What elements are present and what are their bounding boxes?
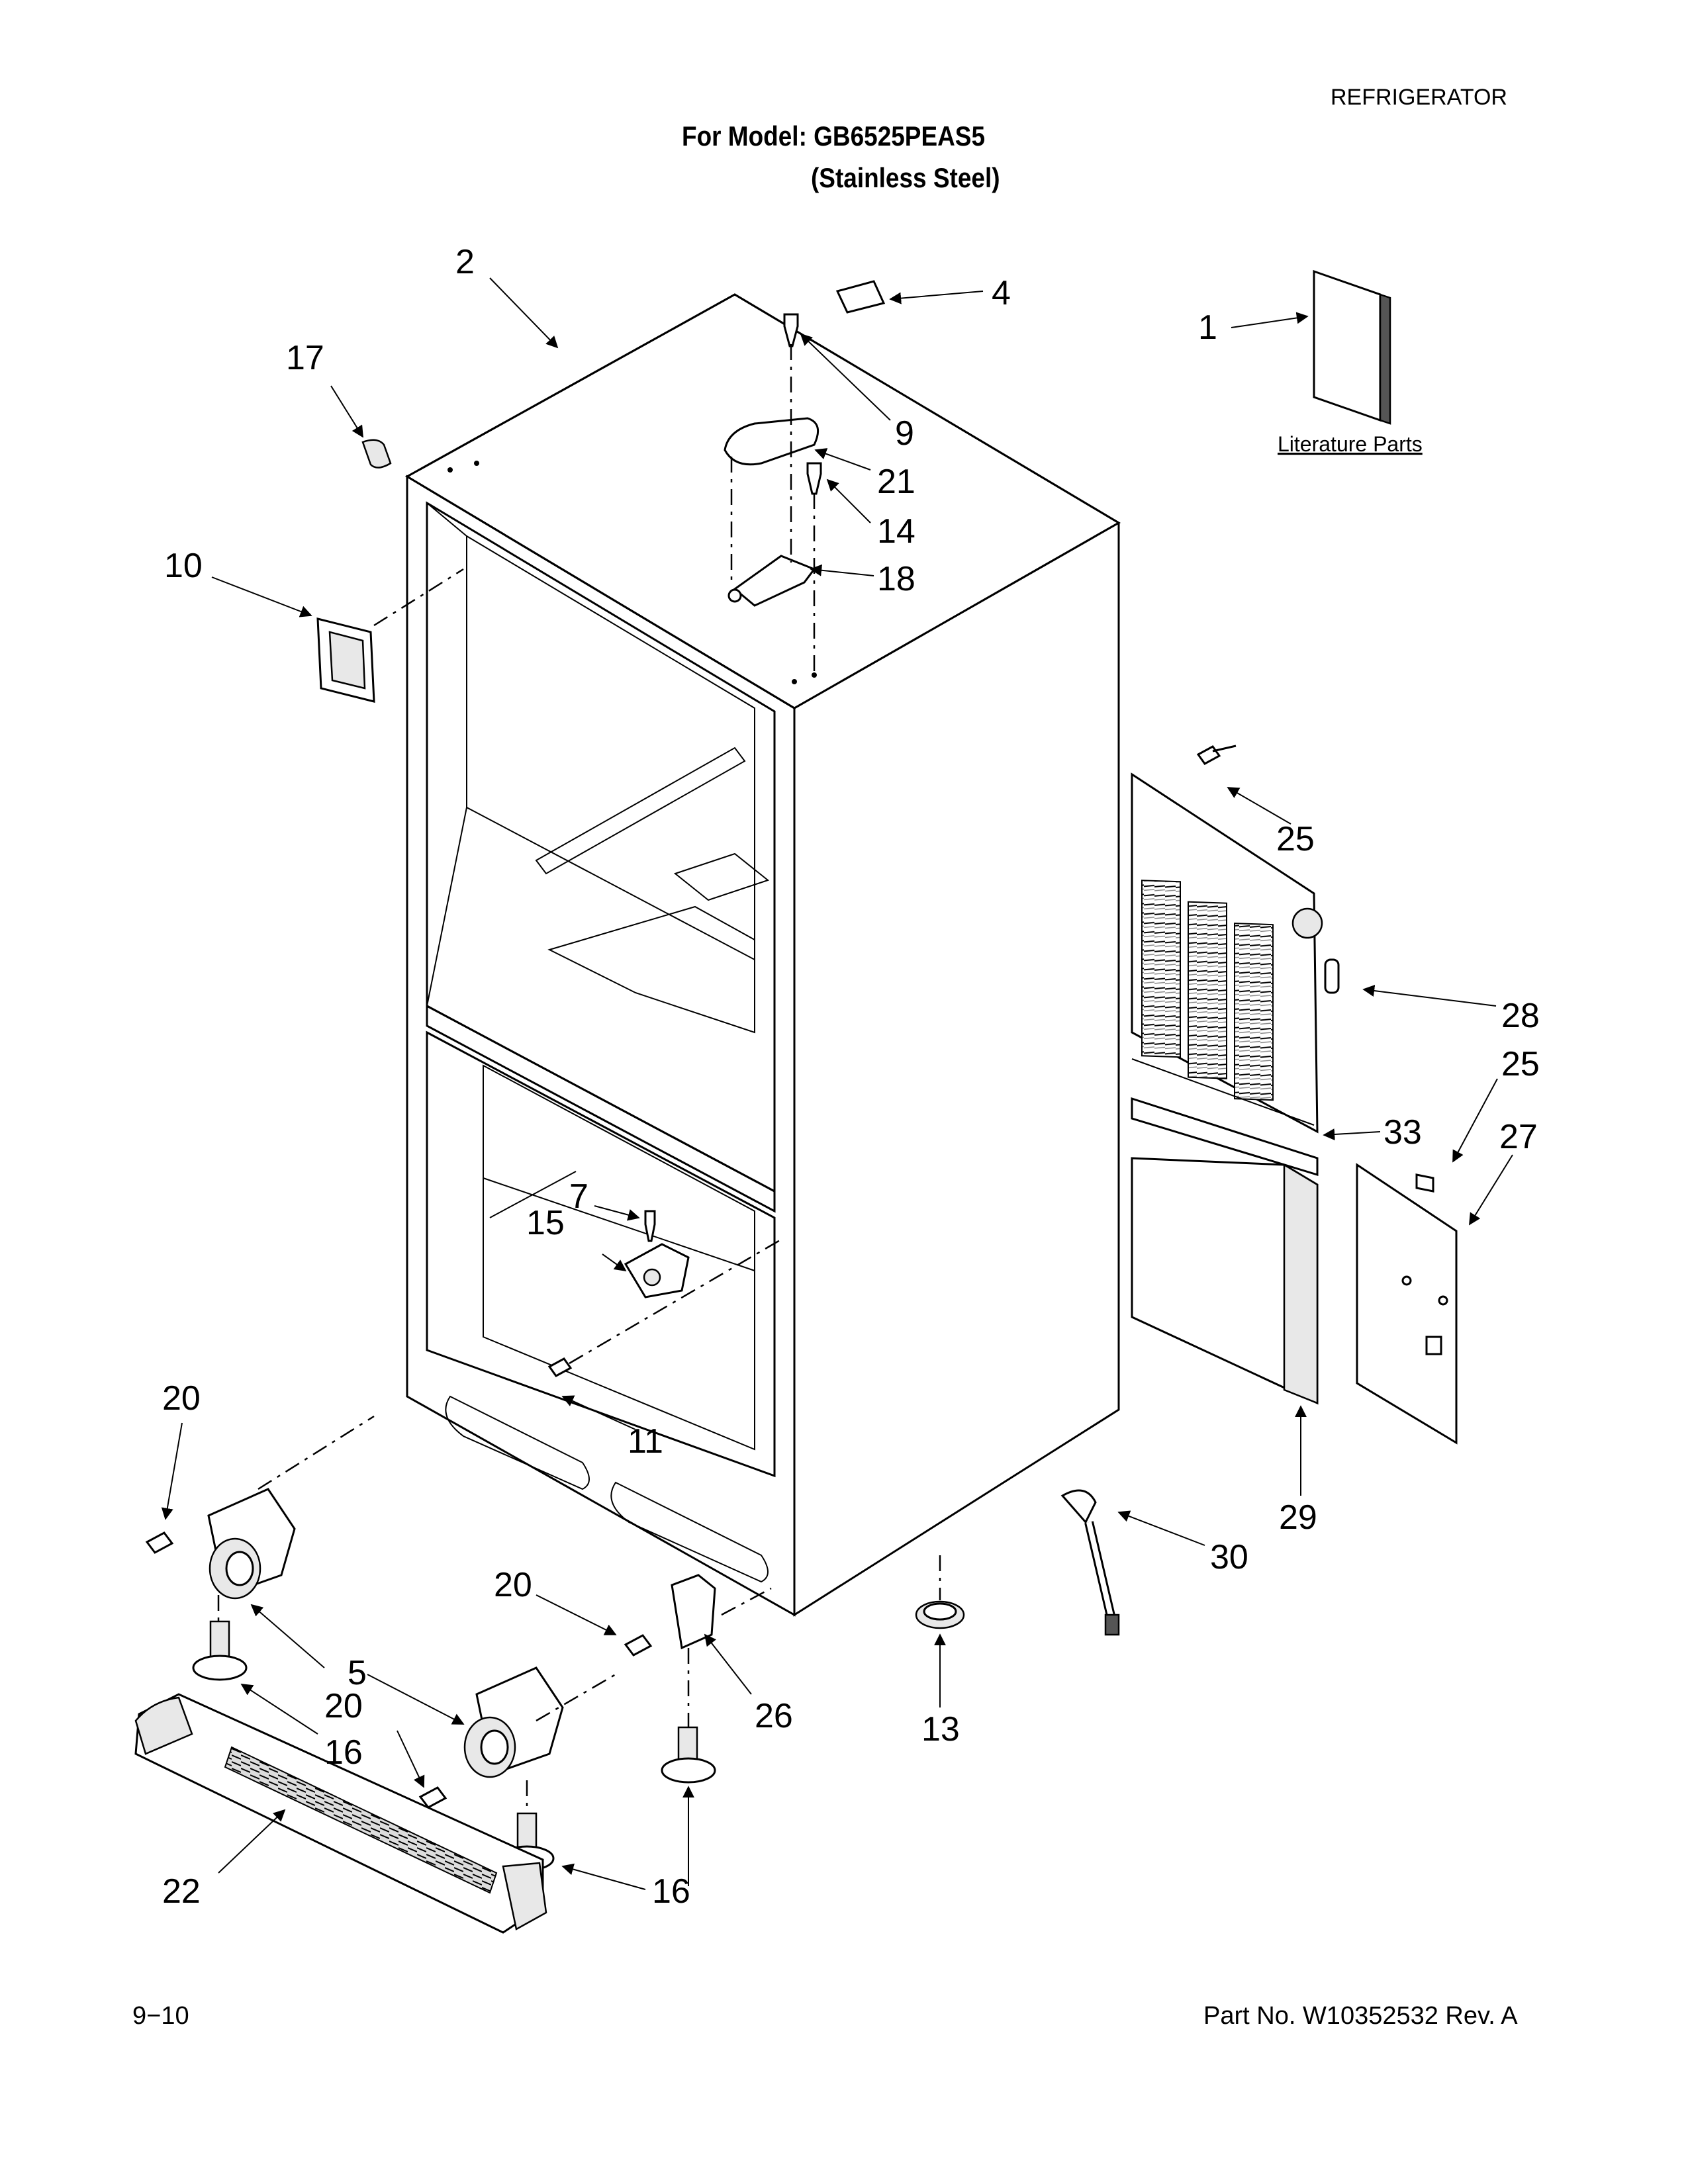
callout-20b: 20 xyxy=(494,1566,532,1604)
part-number: Part No. W10352532 Rev. A xyxy=(1203,2002,1518,2030)
callout-25b: 25 xyxy=(1501,1045,1540,1083)
page-number: 9−10 xyxy=(132,2002,189,2030)
callout-1: 1 xyxy=(1198,308,1217,347)
rear-cover xyxy=(1356,1163,1458,1445)
callout-20c: 20 xyxy=(324,1687,363,1725)
model-title: For Model: GB6525PEAS5 xyxy=(682,120,986,152)
callout-25a: 25 xyxy=(1276,820,1315,858)
leader-lines xyxy=(161,277,1513,1890)
callout-21: 21 xyxy=(877,463,915,501)
callout-20a: 20 xyxy=(162,1379,201,1418)
callout-17: 17 xyxy=(286,339,324,377)
callout-14: 14 xyxy=(877,512,915,551)
callout-7: 7 xyxy=(569,1177,588,1216)
callout-4: 4 xyxy=(992,274,1011,312)
top-hinge-assembly xyxy=(724,313,822,675)
callout-16a: 16 xyxy=(324,1733,363,1772)
screw-25 xyxy=(1196,745,1237,765)
callout-5: 5 xyxy=(348,1654,367,1692)
access-panel xyxy=(1131,1157,1319,1405)
callout-18: 18 xyxy=(877,560,915,598)
gasket-strip xyxy=(1131,1058,1319,1177)
callout-33: 33 xyxy=(1383,1113,1422,1152)
rear-roller-left xyxy=(145,1415,375,1681)
callout-labels: 2 4 1 Literature Parts 17 9 21 14 18 10 … xyxy=(162,243,1540,1911)
plug xyxy=(915,1555,965,1629)
callout-22: 22 xyxy=(162,1872,201,1911)
finish-subtitle: (Stainless Steel) xyxy=(811,162,1000,193)
callout-26: 26 xyxy=(755,1697,793,1735)
lower-hinge-assembly xyxy=(547,1210,785,1377)
callout-28: 28 xyxy=(1501,997,1540,1035)
literature-booklet xyxy=(1313,269,1391,425)
callout-16b: 16 xyxy=(652,1872,690,1911)
grille-panel xyxy=(1131,772,1340,1134)
tape-part xyxy=(361,439,392,469)
callout-9: 9 xyxy=(895,414,914,453)
filter-indicator-badge xyxy=(316,568,464,703)
callout-30: 30 xyxy=(1210,1538,1248,1576)
callout-2: 2 xyxy=(455,243,475,281)
literature-parts-label: Literature Parts xyxy=(1278,432,1423,456)
label-part xyxy=(835,280,886,314)
category-label: REFRIGERATOR xyxy=(1331,85,1507,110)
cabinet xyxy=(404,293,1121,1617)
water-tube xyxy=(1060,1489,1120,1636)
leveler-bracket xyxy=(624,1574,772,1784)
callout-11: 11 xyxy=(628,1422,663,1461)
callout-13: 13 xyxy=(921,1710,960,1749)
callout-10: 10 xyxy=(164,547,203,585)
callout-27: 27 xyxy=(1499,1118,1538,1156)
base-grille xyxy=(134,1693,547,1934)
callout-29: 29 xyxy=(1279,1498,1317,1537)
callout-15: 15 xyxy=(526,1204,565,1242)
